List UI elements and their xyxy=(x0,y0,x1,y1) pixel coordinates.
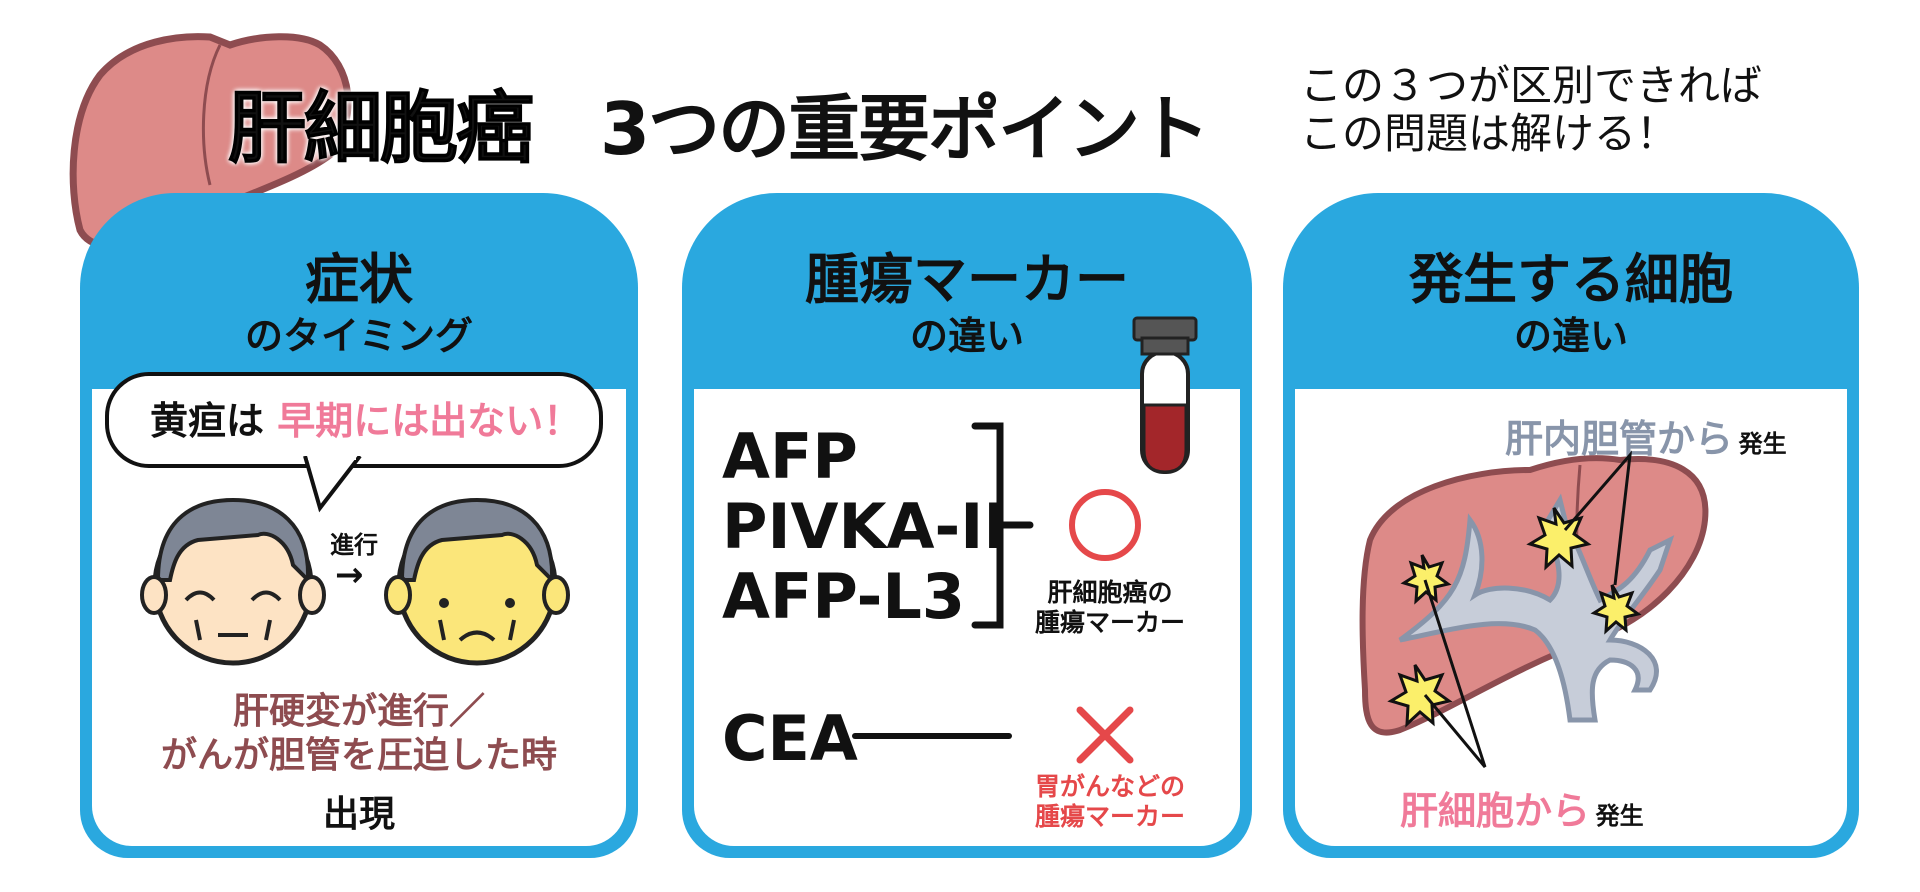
tagline: この３つが区別できれば この問題は解ける！ xyxy=(1300,62,1762,158)
condition-line-2: がんが胆管を圧迫した時 xyxy=(160,735,557,776)
panel-title: 腫瘍マーカー xyxy=(805,248,1129,311)
hepatocyte-origin-label: 肝細胞から 発生 xyxy=(1400,780,1644,835)
bubble-text: 黄疸は 早期には出ない！ xyxy=(150,390,581,445)
hepatocyte-suffix: 発生 xyxy=(1595,802,1644,830)
panel-subtitle: の違い xyxy=(1513,314,1628,358)
marker-afp: AFP xyxy=(722,420,858,493)
connector-line xyxy=(852,733,1012,739)
result-text: 出現 xyxy=(322,794,395,835)
marker-cea: CEA xyxy=(722,702,858,775)
bubble-prefix: 黄疸は xyxy=(150,399,265,443)
arrow-icon: → xyxy=(335,555,364,595)
panel-tumor-markers: 腫瘍マーカー の違い xyxy=(682,193,1252,858)
panel-title: 症状 xyxy=(305,248,413,311)
blood-tube-icon xyxy=(1132,316,1198,474)
jaundice-condition: 肝硬変が進行／ がんが胆管を圧迫した時 xyxy=(80,690,638,778)
hcc-marker-caption: 肝細胞癌の 腫瘍マーカー xyxy=(1010,578,1210,638)
bubble-highlight: 早期には出ない！ xyxy=(277,399,582,443)
bile-duct-text: 肝内胆管から xyxy=(1505,417,1734,461)
panel-subtitle: の違い xyxy=(909,314,1024,358)
tagline-line-2: この問題は解ける！ xyxy=(1300,109,1679,158)
condition-line-1: 肝硬変が進行／ xyxy=(232,691,485,732)
page-title: 肝細胞癌 xyxy=(227,84,534,175)
caption-line-1: 胃がんなどの xyxy=(1034,772,1185,801)
tagline-line-1: この３つが区別できれば xyxy=(1300,61,1763,110)
speech-bubble-tail xyxy=(303,456,362,513)
bracket xyxy=(971,422,1034,629)
speech-bubble xyxy=(105,372,603,468)
panel-title: 発生する細胞 xyxy=(1409,248,1733,311)
panel-subtitle: のタイミング xyxy=(244,314,473,358)
bile-duct-origin-label: 肝内胆管から 発生 xyxy=(1505,408,1787,463)
marker-afp-l3: AFP-L3 xyxy=(722,560,966,633)
bile-duct-suffix: 発生 xyxy=(1738,430,1787,458)
liver-bile-duct-illustration xyxy=(1359,450,1709,768)
circle-correct-icon xyxy=(1069,489,1141,561)
jaundiced-face-icon xyxy=(384,497,570,666)
marker-pivka-ii: PIVKA-II xyxy=(722,490,1007,563)
cross-incorrect-icon xyxy=(1076,706,1134,764)
other-marker-caption: 胃がんなどの 腫瘍マーカー xyxy=(1010,772,1210,832)
healthy-face-icon xyxy=(140,497,326,666)
page-subtitle: 3つの重要ポイント xyxy=(600,87,1210,171)
progress-label: 進行 xyxy=(330,531,378,559)
caption-line-1: 肝細胞癌の xyxy=(1047,578,1173,607)
caption-line-2: 腫瘍マーカー xyxy=(1034,608,1185,637)
caption-line-2: 腫瘍マーカー xyxy=(1034,802,1185,831)
hepatocyte-text: 肝細胞から xyxy=(1400,789,1591,833)
